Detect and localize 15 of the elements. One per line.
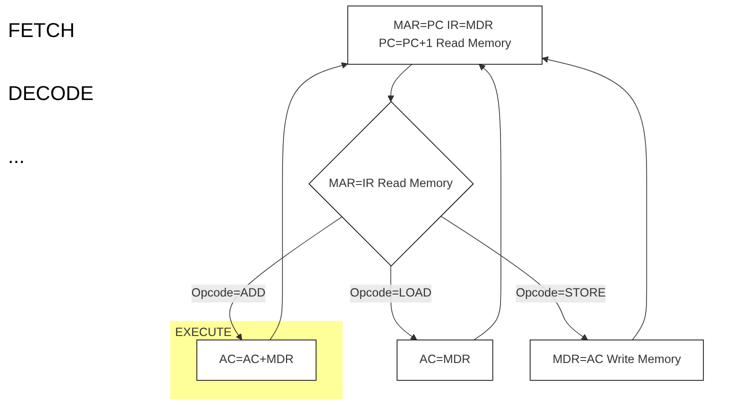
stage-label: DECODE <box>8 83 95 106</box>
stage-label: ... <box>8 146 26 169</box>
node-diamond: MAR=IR Read Memory <box>308 101 474 266</box>
edge-label: Opcode=LOAD <box>350 286 432 300</box>
arrow <box>387 64 412 102</box>
arrow <box>474 64 502 340</box>
arrow <box>270 62 348 340</box>
edge-label: Opcode=ADD <box>191 286 266 300</box>
arrow <box>542 56 648 340</box>
edge-label: Opcode=STORE <box>516 286 606 300</box>
node-box: MDR=AC Write Memory <box>530 340 704 381</box>
node-box: MAR=PC IR=MDR PC=PC+1 Read Memory <box>347 6 542 65</box>
stage-label: FETCH <box>8 20 76 43</box>
node-box: AC=AC+MDR <box>196 340 316 381</box>
node-box: AC=MDR <box>396 340 494 381</box>
